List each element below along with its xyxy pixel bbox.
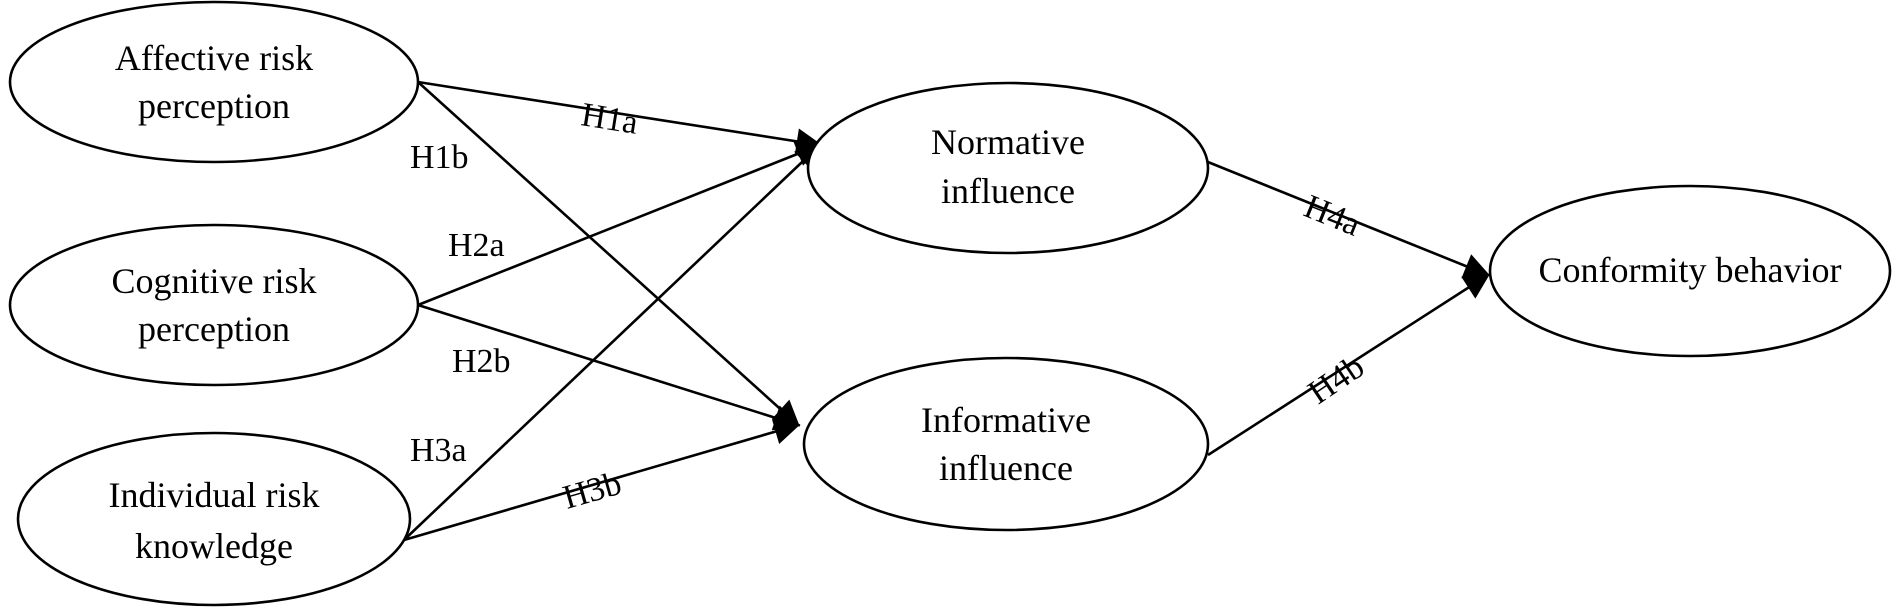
node-label: Conformity behavior — [1539, 250, 1842, 290]
edge-label-h1a: H1a — [579, 96, 641, 141]
node-label-line1: Cognitive risk — [112, 261, 317, 301]
node-conformity-behavior: Conformity behavior — [1488, 184, 1892, 358]
node-label-line1: Normative — [931, 122, 1085, 162]
edge-h3a — [403, 143, 822, 541]
node-individual-risk-knowledge: Individual risk knowledge — [16, 431, 412, 607]
edge-label-h3b: H3b — [559, 465, 625, 517]
edge-label-h1b: H1b — [410, 139, 469, 176]
node-label-line2: knowledge — [135, 526, 293, 566]
edge-h2a — [417, 141, 823, 307]
edge-h1b — [417, 81, 800, 427]
edge-label-h3a: H3a — [410, 432, 467, 469]
node-label-line1: Affective risk — [115, 38, 313, 78]
edge-h1a — [417, 80, 823, 155]
node-label-line2: influence — [939, 448, 1073, 488]
node-label-line1: Informative — [921, 400, 1091, 440]
node-label-line1: Individual risk — [109, 475, 320, 515]
node-label-line2: influence — [941, 171, 1075, 211]
edge-h4a — [1197, 156, 1491, 279]
edge-label-h2b: H2b — [452, 343, 511, 380]
edge-h2b — [417, 303, 801, 431]
edge-label-h2a: H2a — [448, 227, 505, 264]
edge-h3b — [403, 419, 801, 542]
edge-h4b — [1207, 273, 1491, 457]
node-informative-influence: Informative influence — [802, 356, 1210, 532]
node-label-line2: perception — [138, 86, 290, 126]
node-label-line2: perception — [138, 309, 290, 349]
node-normative-influence: Normative influence — [806, 81, 1210, 255]
node-affective-risk-perception: Affective risk perception — [8, 0, 420, 164]
node-cognitive-risk-perception: Cognitive risk perception — [8, 223, 420, 387]
edge-label-h4a: H4a — [1299, 188, 1365, 244]
